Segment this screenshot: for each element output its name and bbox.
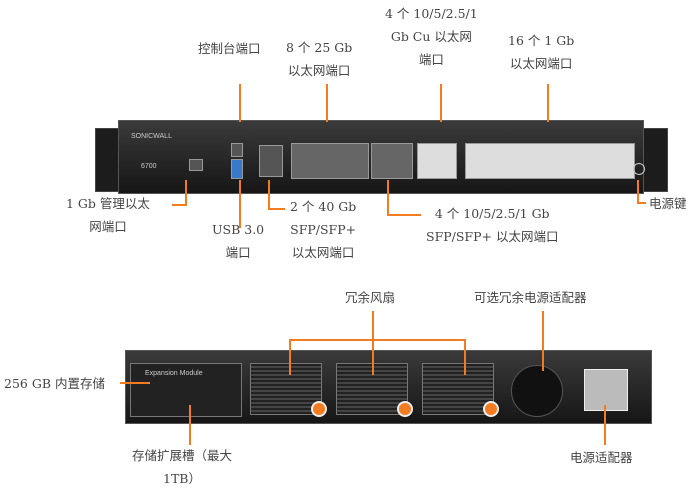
brand-logo: SONICWALL	[131, 133, 172, 140]
mgmt-port	[189, 159, 203, 171]
gbe-ports	[465, 143, 635, 179]
usb-port	[231, 159, 243, 179]
console-port	[231, 143, 243, 157]
rack-ear-right	[640, 128, 668, 192]
fan-1	[250, 363, 322, 415]
label-storage: 256 GB 内置存储	[4, 376, 105, 391]
qsfp-ports	[259, 145, 283, 177]
firewall-rear-panel: Expansion Module	[125, 350, 652, 424]
sfp-ports	[371, 143, 413, 179]
power-button[interactable]	[633, 163, 645, 175]
psu	[584, 369, 628, 411]
label-power-button: 电源键	[649, 196, 687, 211]
optional-psu-slot	[511, 365, 563, 417]
label-fans: 冗余风扇	[345, 290, 396, 305]
firewall-front-panel: SONICWALL 6700	[118, 120, 645, 194]
label-mgmt: 1 Gb 管理以太网端口	[66, 196, 150, 234]
fan-3	[422, 363, 494, 415]
sfp28-ports	[291, 143, 369, 179]
cu-ports	[417, 143, 457, 179]
label-optional-psu: 可选冗余电源适配器	[474, 290, 587, 305]
label-console: 控制台端口	[198, 41, 261, 56]
model-label: 6700	[141, 163, 157, 170]
label-psu: 电源适配器	[570, 450, 633, 465]
storage-expansion-slot[interactable]: Expansion Module	[130, 363, 242, 417]
